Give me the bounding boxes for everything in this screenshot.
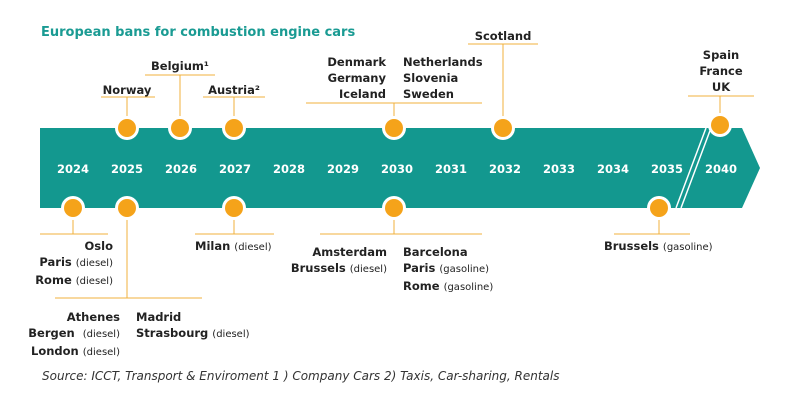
milestone-dot bbox=[711, 116, 729, 134]
city-note: (diesel) bbox=[82, 329, 120, 340]
city-row: Rome (diesel) bbox=[10, 272, 113, 290]
city-label: Brussels bbox=[604, 239, 659, 253]
year-label: 2040 bbox=[705, 162, 737, 176]
city-label: Rome bbox=[35, 273, 72, 287]
label-group-2027-below: Milan (diesel) bbox=[195, 238, 295, 256]
city-note: (diesel) bbox=[234, 242, 272, 253]
label-scotland: Scotland bbox=[474, 29, 532, 43]
city-row: Madrid bbox=[136, 309, 276, 325]
year-label: 2034 bbox=[597, 162, 629, 176]
label-austria: Austria² bbox=[208, 83, 260, 97]
city-label: Brussels bbox=[290, 261, 346, 275]
year-label: 2031 bbox=[435, 162, 467, 176]
label-belgium: Belgium¹ bbox=[151, 59, 209, 73]
country-label: Sweden bbox=[403, 87, 454, 101]
city-row: Paris (diesel) bbox=[10, 254, 113, 272]
milestone-dot bbox=[225, 199, 243, 217]
year-label: 2024 bbox=[57, 162, 89, 176]
country-label: UK bbox=[711, 80, 731, 94]
country-label: Denmark bbox=[327, 55, 386, 69]
year-label: 2033 bbox=[543, 162, 575, 176]
label-group-2030-above-right: Netherlands Slovenia Sweden bbox=[403, 54, 493, 102]
city-label: Milan bbox=[195, 239, 231, 253]
city-label: Paris bbox=[39, 255, 72, 269]
city-note: (gasoline) bbox=[439, 264, 490, 275]
city-row: Rome (gasoline) bbox=[403, 278, 513, 296]
city-note: (diesel) bbox=[75, 258, 113, 269]
country-label: Germany bbox=[327, 71, 386, 85]
label-group-2040: Spain France UK bbox=[688, 47, 754, 95]
year-label: 2027 bbox=[219, 162, 251, 176]
country-label: Netherlands bbox=[403, 55, 483, 69]
city-row: Athenes bbox=[10, 309, 120, 325]
label-norway: Norway bbox=[102, 83, 152, 97]
milestone-dot bbox=[385, 199, 403, 217]
chart-title: European bans for combustion engine cars bbox=[41, 25, 356, 40]
milestone-dot bbox=[494, 119, 512, 137]
label-group-2025-below-left: Athenes Bergen (diesel) London (diesel) bbox=[10, 309, 120, 361]
year-label: 2029 bbox=[327, 162, 359, 176]
city-row: Strasbourg (diesel) bbox=[136, 325, 276, 343]
milestone-dot bbox=[225, 119, 243, 137]
city-label: Rome bbox=[403, 279, 440, 293]
city-row: Bergen (diesel) bbox=[10, 325, 120, 343]
city-row: Oslo bbox=[10, 238, 113, 254]
country-label: Spain bbox=[702, 48, 740, 62]
break-line bbox=[680, 127, 712, 209]
label-group-2030-below-left: Amsterdam Brussels (diesel) bbox=[276, 244, 387, 278]
milestone-dot bbox=[118, 199, 136, 217]
city-label: Oslo bbox=[84, 239, 113, 253]
city-row: London (diesel) bbox=[10, 343, 120, 361]
city-note: (diesel) bbox=[82, 347, 120, 358]
country-label: Iceland bbox=[338, 87, 386, 101]
label-group-2030-below-right: Barcelona Paris (gasoline) Rome (gasolin… bbox=[403, 244, 513, 296]
milestone-dot bbox=[118, 119, 136, 137]
year-label: 2030 bbox=[381, 162, 413, 176]
milestone-dot bbox=[650, 199, 668, 217]
year-label: 2035 bbox=[651, 162, 683, 176]
city-note: (diesel) bbox=[75, 276, 113, 287]
city-label: Madrid bbox=[136, 310, 182, 324]
label-group-2035-below: Brussels (gasoline) bbox=[604, 238, 734, 256]
label-group-2030-above-left: Denmark Germany Iceland bbox=[306, 54, 386, 102]
timeline-arrow bbox=[40, 128, 760, 208]
city-label: London bbox=[31, 344, 79, 358]
source-note: Source: ICCT, Transport & Enviroment 1 )… bbox=[42, 369, 560, 383]
city-note: (gasoline) bbox=[443, 282, 494, 293]
city-label: Bergen bbox=[28, 326, 75, 340]
city-note: (gasoline) bbox=[662, 242, 713, 253]
milestone-dot bbox=[385, 119, 403, 137]
milestone-dot bbox=[64, 199, 82, 217]
label-group-2024-below: Oslo Paris (diesel) Rome (diesel) bbox=[10, 238, 113, 290]
city-row: Barcelona bbox=[403, 244, 513, 260]
city-label: Athenes bbox=[66, 310, 120, 324]
city-note: (diesel) bbox=[349, 264, 387, 275]
year-label: 2028 bbox=[273, 162, 305, 176]
city-row: Brussels (diesel) bbox=[276, 260, 387, 278]
country-label: Slovenia bbox=[403, 71, 459, 85]
year-label: 2025 bbox=[111, 162, 143, 176]
label-group-2025-below-right: Madrid Strasbourg (diesel) bbox=[136, 309, 276, 343]
city-row: Paris (gasoline) bbox=[403, 260, 513, 278]
city-note: (diesel) bbox=[212, 329, 250, 340]
year-label: 2026 bbox=[165, 162, 197, 176]
city-label: Strasbourg bbox=[136, 326, 209, 340]
city-label: Paris bbox=[403, 261, 436, 275]
year-label: 2032 bbox=[489, 162, 521, 176]
break-line bbox=[675, 127, 707, 209]
city-label: Amsterdam bbox=[312, 245, 387, 259]
city-row: Amsterdam bbox=[276, 244, 387, 260]
milestone-dot bbox=[171, 119, 189, 137]
country-label: France bbox=[699, 64, 743, 78]
city-label: Barcelona bbox=[403, 245, 468, 259]
